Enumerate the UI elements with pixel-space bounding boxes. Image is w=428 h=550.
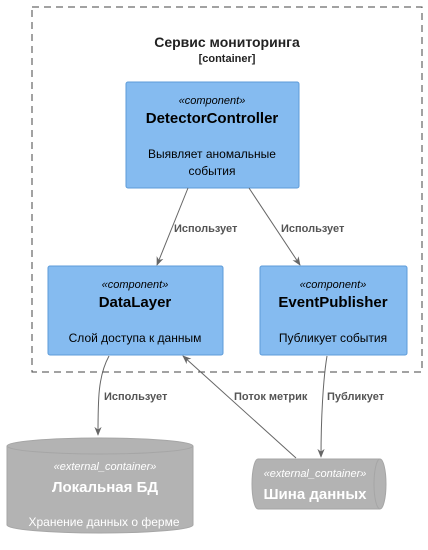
- component-detector-controller[interactable]: «component» DetectorController Выявляет …: [125, 81, 300, 189]
- component-description: Публикует события: [279, 331, 387, 345]
- relation-label: Использует: [104, 391, 168, 403]
- component-stereotype: «component»: [300, 279, 367, 291]
- external-local-db[interactable]: «external_container» Локальная БД Хранен…: [6, 437, 194, 534]
- component-name: DataLayer: [99, 294, 172, 311]
- component-event-publisher[interactable]: «component» EventPublisher Публикует соб…: [259, 265, 408, 356]
- component-datalayer[interactable]: «component» DataLayer Слой доступа к дан…: [47, 265, 224, 356]
- relation-arrow: [94, 355, 110, 436]
- relation-arrow: [248, 187, 301, 266]
- external-name: Локальная БД: [52, 479, 158, 496]
- component-box: [259, 265, 408, 356]
- component-stereotype: «component»: [102, 279, 169, 291]
- external-stereotype: «external_container»: [54, 461, 157, 473]
- component-name: EventPublisher: [278, 294, 387, 311]
- external-stereotype: «external_container»: [264, 468, 367, 480]
- relation-label: Использует: [174, 223, 238, 235]
- component-name: DetectorController: [146, 110, 279, 127]
- boundary-monitoring-service: Сервис мониторинга [container]: [31, 6, 423, 373]
- relation-label: Использует: [281, 223, 345, 235]
- relation-arrow: [156, 187, 189, 266]
- component-box: [47, 265, 224, 356]
- component-description: события: [188, 164, 235, 178]
- relation-bus-datalayer: Поток метрик: [182, 355, 308, 459]
- boundary-tag: [container]: [199, 53, 256, 65]
- relation-arrow: [317, 355, 328, 458]
- relation-detector-datalayer: Использует: [156, 187, 238, 266]
- external-data-bus[interactable]: «external_container» Шина данных: [251, 458, 387, 510]
- relation-publisher-bus: Публикует: [317, 355, 385, 458]
- relation-label: Поток метрик: [234, 391, 308, 403]
- relation-arrow: [182, 355, 297, 459]
- component-description: Слой доступа к данным: [69, 331, 202, 345]
- database-cylinder: [6, 437, 194, 534]
- database-cylinder-top: [6, 445, 194, 455]
- relation-detector-publisher: Использует: [248, 187, 345, 266]
- component-description: Выявляет аномальные: [148, 147, 276, 161]
- relation-datalayer-db: Использует: [94, 355, 168, 436]
- component-stereotype: «component»: [179, 95, 246, 107]
- boundary-title: Сервис мониторинга: [154, 34, 300, 50]
- boundary-frame: [31, 6, 423, 373]
- bus-pipe-end: [373, 458, 381, 510]
- component-box: [125, 81, 300, 189]
- external-description: Хранение данных о ферме: [28, 515, 179, 529]
- relation-label: Публикует: [327, 391, 385, 403]
- external-name: Шина данных: [263, 486, 367, 503]
